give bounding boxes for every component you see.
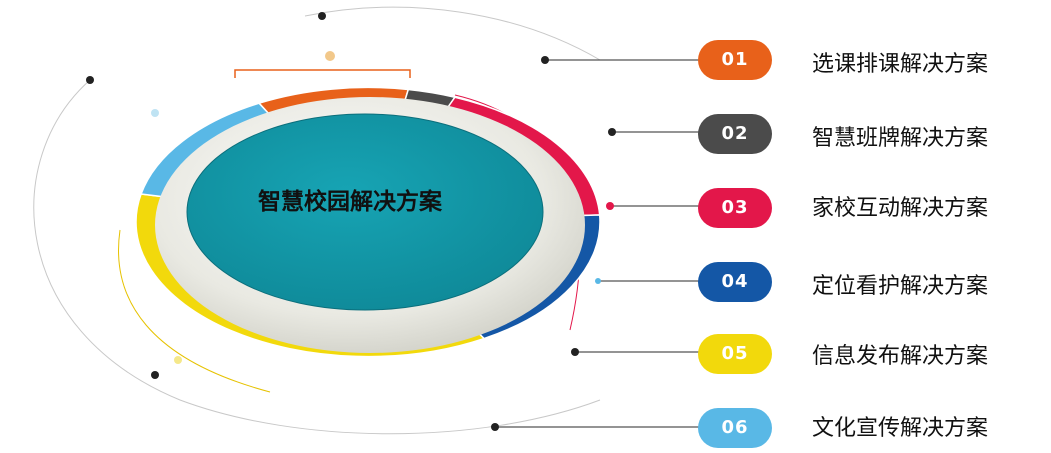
connector-dot-03 (606, 202, 614, 210)
badge-02: 02 (698, 114, 772, 154)
item-label-02: 智慧班牌解决方案 (812, 126, 989, 151)
badge-number: 02 (721, 123, 749, 144)
pointer-marker (325, 51, 335, 61)
pointer-dot (151, 371, 159, 379)
badge-06: 06 (698, 408, 772, 448)
connector-dot-02 (608, 128, 616, 136)
badge-04: 04 (698, 262, 772, 302)
badge-number: 01 (721, 49, 749, 70)
badge-number: 04 (721, 271, 749, 292)
item-label-04: 定位看护解决方案 (812, 274, 989, 299)
guide-bracket (234, 69, 411, 78)
badge-05: 05 (698, 334, 772, 374)
connector-dot-05 (571, 348, 579, 356)
badge-number: 03 (721, 197, 749, 218)
pointer-marker (151, 109, 159, 117)
guide-arc (33, 79, 601, 435)
center-title: 智慧校园解决方案 (258, 188, 442, 215)
ring-core (186, 113, 544, 311)
guide-arc (304, 6, 601, 61)
badge-03: 03 (698, 188, 772, 228)
badge-number: 06 (721, 417, 749, 438)
item-label-01: 选课排课解决方案 (812, 52, 989, 77)
badge-number: 05 (721, 343, 749, 364)
item-label-05: 信息发布解决方案 (812, 344, 989, 369)
connectors (86, 12, 700, 431)
connector-dot-01 (541, 56, 549, 64)
connector-dot-04 (595, 278, 601, 284)
connector-dot-06 (491, 423, 499, 431)
pointer-dot (86, 76, 94, 84)
guide-arc (118, 229, 271, 393)
pointer-dot (318, 12, 326, 20)
badge-01: 01 (698, 40, 772, 80)
item-label-03: 家校互动解决方案 (812, 196, 989, 221)
item-label-06: 文化宣传解决方案 (812, 416, 989, 441)
pointer-marker (174, 356, 182, 364)
